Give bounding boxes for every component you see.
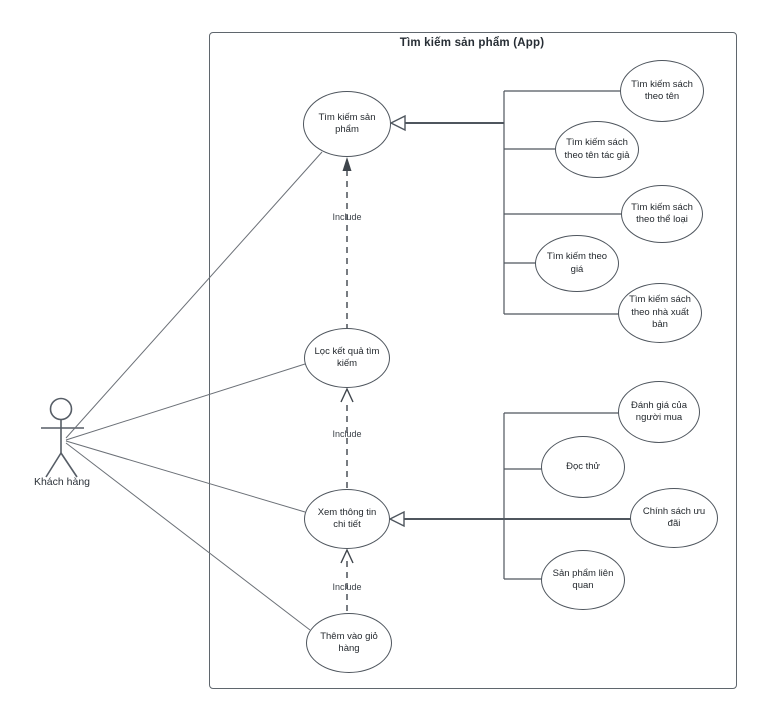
system-title: Tìm kiếm sản phẩm (App) — [399, 37, 545, 49]
usecase-label: Tìm kiếm sản phẩm — [318, 111, 376, 135]
generalization-top — [389, 90, 622, 315]
actor-leg-left — [45, 452, 62, 478]
usecase-label: Tìm kiếm sách theo thể loại — [631, 201, 693, 225]
usecase-search-product: Tìm kiếm sản phẩm — [303, 91, 391, 157]
usecase-label: Xem thông tin chi tiết — [317, 506, 377, 530]
usecase-label: Tìm kiếm sách theo nhà xuất bản — [629, 294, 691, 331]
include-label-2: Include — [332, 429, 362, 439]
usecase-read-sample: Đọc thử — [541, 436, 625, 498]
generalization-bottom — [388, 412, 631, 580]
include-label-1: Include — [332, 212, 362, 222]
usecase-search-by-author: Tìm kiếm sách theo tên tác giả — [555, 121, 639, 178]
usecase-label: Tìm kiếm sách theo tên — [631, 78, 693, 102]
assoc-add-to-cart — [65, 442, 311, 631]
gen-bottom-arrowhead — [388, 510, 405, 528]
assoc-filter-results — [65, 363, 306, 441]
usecase-label: Tìm kiếm theo giá — [546, 251, 608, 275]
include-arrowhead-open-1 — [340, 387, 354, 403]
actor-head — [49, 397, 73, 421]
usecase-view-details: Xem thông tin chi tiết — [304, 489, 390, 549]
usecase-search-by-title: Tìm kiếm sách theo tên — [620, 60, 704, 122]
usecase-search-by-genre: Tìm kiếm sách theo thể loại — [621, 185, 703, 243]
assoc-view-details — [65, 440, 306, 513]
association-lines — [65, 151, 323, 631]
usecase-related-products: Sản phẩm liên quan — [541, 550, 625, 610]
usecase-label: Chính sách ưu đãi — [642, 505, 706, 529]
system-boundary — [209, 32, 737, 689]
usecase-add-to-cart: Thêm vào giỏ hàng — [306, 613, 392, 673]
include-arrowhead-open-2 — [340, 548, 354, 564]
usecase-label: Đọc thử — [566, 460, 600, 472]
actor-leg-right — [60, 452, 78, 478]
usecase-label: Lọc kết quả tìm kiếm — [314, 345, 380, 369]
gen-top-arrowhead — [389, 114, 406, 132]
usecase-promo-policy: Chính sách ưu đãi — [630, 488, 718, 548]
usecase-label: Tìm kiếm sách theo tên tác giả — [564, 137, 630, 161]
usecase-filter-results: Lọc kết quả tìm kiếm — [304, 328, 390, 388]
include-arrows — [340, 157, 354, 611]
usecase-label: Thêm vào giỏ hàng — [320, 630, 378, 654]
include-label-3: Include — [332, 582, 362, 592]
usecase-label: Sản phẩm liên quan — [552, 567, 614, 591]
usecase-buyer-reviews: Đánh giá của người mua — [618, 381, 700, 443]
actor-figure — [41, 397, 84, 478]
usecase-search-by-price: Tìm kiếm theo giá — [535, 235, 619, 292]
usecase-search-by-publisher: Tìm kiếm sách theo nhà xuất bản — [618, 283, 702, 343]
usecase-label: Đánh giá của người mua — [631, 399, 687, 423]
include-arrowhead-filled — [342, 157, 352, 171]
assoc-search-product — [65, 151, 323, 439]
actor-label: Khách hàng — [33, 476, 91, 488]
